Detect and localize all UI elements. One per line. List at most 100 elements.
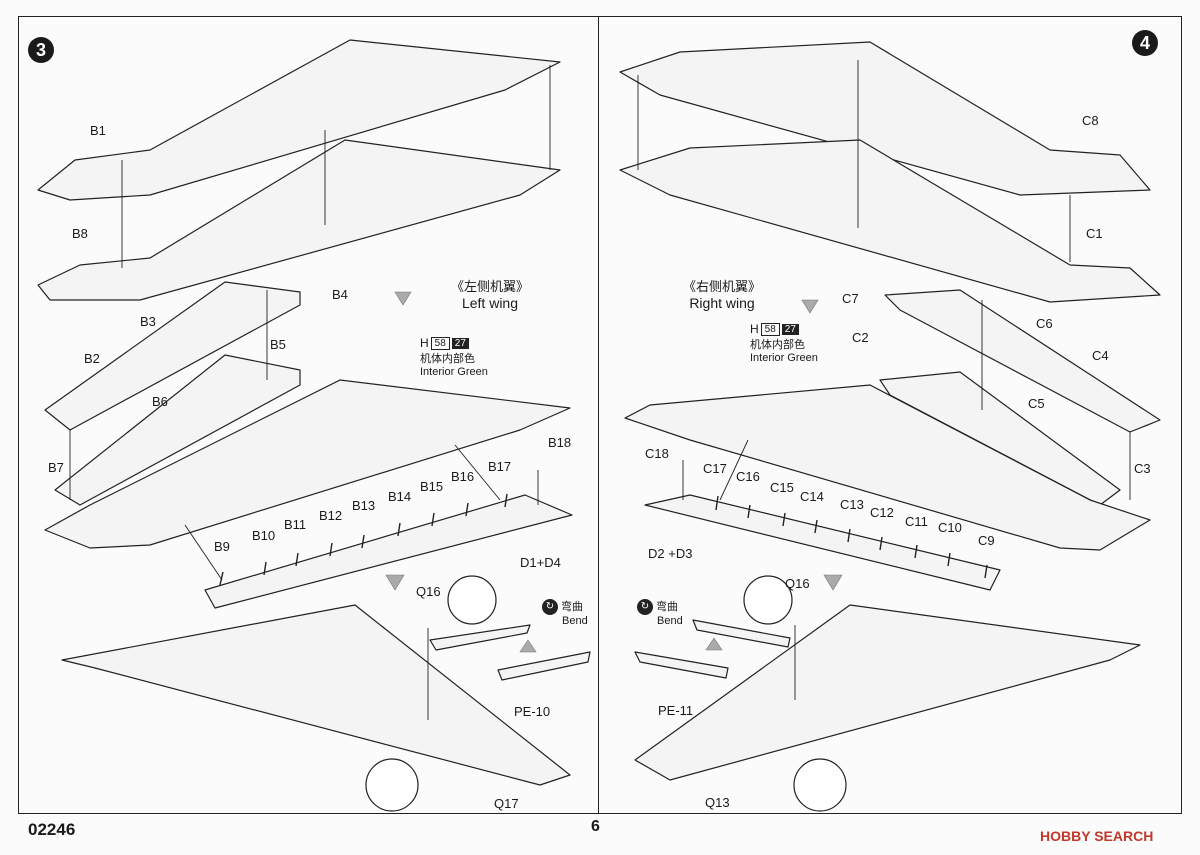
paint-name-en: Interior Green [750,352,818,364]
left-wing-caption-cn: 《左侧机翼》 [450,279,529,294]
right-wing-caption-cn: 《右侧机翼》 [682,279,761,294]
part-label-c12: C12 [870,505,894,520]
part-label-c6: C6 [1036,316,1053,331]
flap-b3 [44,281,301,431]
part-label-c7: C7 [842,291,859,306]
part-label-c9: C9 [978,533,995,548]
part-label-b18: B18 [548,435,572,450]
pe10-strip-1 [429,624,531,651]
part-label-b16: B16 [451,469,475,484]
bend-callout-left: ↻ 弯曲 Bend [542,598,588,627]
paint-name-en: Interior Green [420,366,488,378]
part-label-d2d3: D2 +D3 [648,546,693,561]
right-wing-caption: 《右侧机翼》 Right wing [672,276,772,311]
wing-lower-c1 [619,139,1161,303]
part-label-c11: C11 [905,514,928,529]
part-label-c18: C18 [645,446,669,461]
product-code: 02246 [28,820,76,839]
step-4-panel [598,16,1182,814]
left-wing-caption: 《左侧机翼》 Left wing [440,276,540,311]
part-label-c17: C17 [703,461,727,476]
wing-main-left [44,379,571,549]
part-label-b12: B12 [319,508,343,523]
bend-icon: ↻ [637,599,653,616]
watermark: HOBBY SEARCH [1040,828,1154,844]
wing-top-b1 [37,39,561,201]
part-label-pe11: PE-11 [658,703,694,718]
flap-b6 [54,354,301,506]
part-label-b5: B5 [270,337,286,352]
bend-en: Bend [657,615,683,628]
bend-cn: 弯曲 [561,601,584,613]
wing-top-c8 [619,41,1151,196]
flap-c5 [879,371,1121,506]
paint-num-2: 27 [781,323,799,335]
part-label-b9: B9 [214,539,230,554]
part-label-c8: C8 [1082,113,1099,128]
detail-inset-q13 [793,758,847,812]
detail-inset-q16-right [743,575,793,625]
part-label-c13: C13 [840,497,864,512]
bend-callout-right: ↻ 弯曲 Bend [637,598,683,627]
bend-cn: 弯曲 [656,601,679,613]
paint-callout-right: H 58 27 机体内部色 Interior Green [750,322,818,364]
bend-en: Bend [562,615,588,628]
part-label-b15: B15 [420,479,444,494]
paint-name-cn: 机体内部色 [750,339,805,351]
paint-name-cn: 机体内部色 [420,353,475,365]
wing-bottom-right [634,604,1141,781]
part-label-q16-left: Q16 [416,584,441,599]
pe11-strip-1 [634,651,729,679]
part-label-q17: Q17 [494,796,519,811]
part-label-c3: C3 [1134,461,1151,476]
detail-inset-q16-left [447,575,497,625]
part-label-b6: B6 [152,394,168,409]
part-label-q13: Q13 [705,795,730,810]
page-number: 6 [591,818,600,835]
step-number-3: 3 [28,37,54,63]
part-label-c2: C2 [852,330,869,345]
paint-num-1: 58 [760,322,780,336]
flap-c6 [884,289,1161,433]
part-label-c10: C10 [938,520,962,535]
right-wing-caption-en: Right wing [689,295,755,311]
wing-main-right [624,384,1151,551]
part-label-b14: B14 [388,489,412,504]
part-label-b1: B1 [90,123,106,138]
wing-bottom-left [61,604,571,786]
part-label-b13: B13 [352,498,376,513]
part-label-b7: B7 [48,460,64,475]
step-number-4: 4 [1132,30,1158,56]
part-label-b10: B10 [252,528,276,543]
part-label-c15: C15 [770,480,794,495]
pe11-strip-2 [692,619,791,648]
paint-callout-left: H 58 27 机体内部色 Interior Green [420,336,488,378]
paint-code: H [750,322,759,336]
slat-strip-right [644,494,1001,591]
part-label-b3: B3 [140,314,156,329]
left-wing-caption-en: Left wing [461,295,519,311]
pe10-strip-2 [497,651,591,681]
part-label-b17: B17 [488,459,512,474]
part-label-c14: C14 [800,489,824,504]
part-label-b2: B2 [84,351,100,366]
bend-icon: ↻ [542,599,558,616]
part-label-b8: B8 [72,226,88,241]
paint-code: H [420,336,429,350]
paint-num-1: 58 [430,336,450,350]
part-label-c1: C1 [1086,226,1103,241]
slat-strip-left [204,494,573,609]
step-3-panel [18,16,599,814]
part-label-q16-right: Q16 [785,576,810,591]
wing-lower-b8 [37,139,561,301]
detail-inset-q17 [365,758,419,812]
part-label-b11: B11 [284,517,307,532]
paint-num-2: 27 [451,337,469,349]
part-label-d1d4: D1+D4 [520,555,561,570]
part-label-c16: C16 [736,469,760,484]
part-label-pe10: PE-10 [514,704,551,719]
part-label-c4: C4 [1092,348,1109,363]
part-label-b4: B4 [332,287,348,302]
part-label-c5: C5 [1028,396,1045,411]
